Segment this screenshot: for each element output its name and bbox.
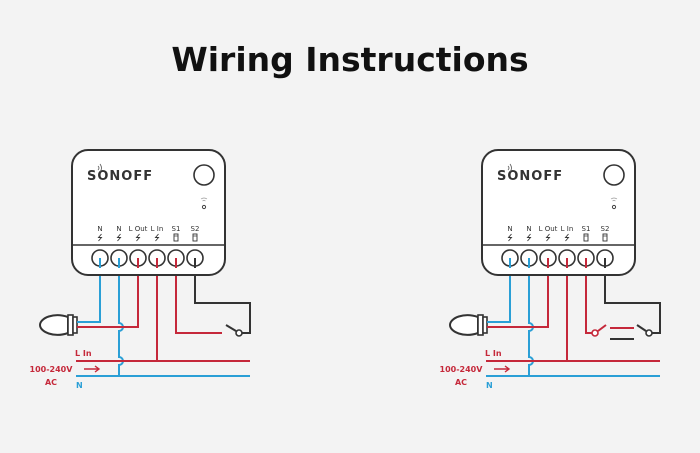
- wire-s2-to-switch: [194, 265, 251, 334]
- wire-live-out-to-lamp: [493, 265, 549, 328]
- brand-logo: SONOFF: [87, 169, 153, 184]
- arrow-right-icon: [84, 365, 101, 373]
- switch2-lever: [636, 324, 647, 332]
- terminal-label: S2: [191, 225, 200, 233]
- supply-live-label: L In: [75, 349, 92, 358]
- wireless-icon: [97, 163, 102, 173]
- wire-neutral-supply: [528, 265, 534, 376]
- supply-ac-label: AC: [455, 378, 467, 387]
- supply-neutral-label: N: [486, 381, 493, 390]
- terminal-label: N: [116, 225, 121, 233]
- switch-contact: [235, 329, 243, 337]
- supply-neutral-label: N: [76, 381, 83, 390]
- bolt-icon: [154, 233, 160, 242]
- switch2-contact: [645, 329, 653, 337]
- terminal-label: N: [507, 225, 512, 233]
- switch-port-icon: [602, 233, 608, 242]
- device-body: [71, 149, 226, 276]
- bolt-icon: [97, 233, 103, 242]
- terminal-label: L Out: [129, 225, 148, 233]
- bolt-icon: [116, 233, 122, 242]
- status-led: [611, 204, 617, 210]
- switch1-contact: [591, 329, 599, 337]
- supply-voltage-label: 100-240V: [30, 365, 74, 374]
- pairing-button: [193, 164, 215, 186]
- terminal-label: L Out: [539, 225, 558, 233]
- bolt-icon: [135, 233, 141, 242]
- terminal-label: S1: [582, 225, 591, 233]
- bolt-icon: [545, 233, 551, 242]
- wireless-icon: [507, 163, 512, 173]
- wire-neutral-to-lamp: [493, 265, 511, 323]
- switch-lever: [225, 324, 237, 332]
- lamp-bulb-icon: [448, 314, 479, 336]
- bolt-icon: [564, 233, 570, 242]
- wire-s2-to-switch: [604, 265, 661, 334]
- terminal-label: L In: [561, 225, 574, 233]
- pairing-button: [603, 164, 625, 186]
- lamp-socket: [482, 316, 488, 334]
- terminal-label: S1: [172, 225, 181, 233]
- brand-logo: SONOFF: [497, 169, 563, 184]
- supply-live-label: L In: [485, 349, 502, 358]
- bolt-icon: [507, 233, 513, 242]
- wire-s1-to-switch: [175, 265, 222, 334]
- wire-neutral-supply: [118, 265, 124, 376]
- supply-voltage-label: 100-240V: [440, 365, 484, 374]
- arrow-right-icon: [494, 365, 511, 373]
- device-body: [481, 149, 636, 276]
- terminal-label: S2: [601, 225, 610, 233]
- wire-s1-to-switch: [585, 265, 592, 334]
- status-led: [201, 204, 207, 210]
- wire-neutral-to-lamp: [83, 265, 101, 323]
- wifi-icon: [200, 197, 208, 202]
- lamp-socket: [72, 316, 78, 334]
- terminal-label: N: [526, 225, 531, 233]
- terminal-label: L In: [151, 225, 164, 233]
- switch-port-icon: [173, 233, 179, 242]
- wire-live-out-to-lamp: [83, 265, 139, 328]
- switch-port-icon: [192, 233, 198, 242]
- terminal-label: N: [97, 225, 102, 233]
- supply-ac-label: AC: [45, 378, 57, 387]
- wifi-icon: [610, 197, 618, 202]
- lamp-bulb-icon: [38, 314, 69, 336]
- switch1-lever: [597, 324, 607, 332]
- bolt-icon: [526, 233, 532, 242]
- switch-port-icon: [583, 233, 589, 242]
- page-title: Wiring Instructions: [171, 40, 529, 79]
